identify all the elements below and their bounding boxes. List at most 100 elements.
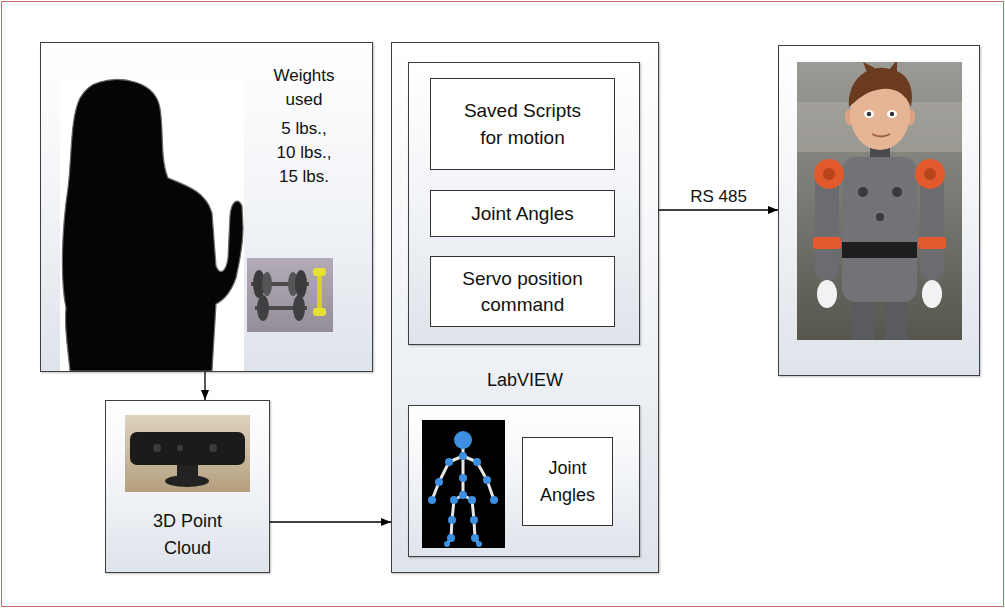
picture-part xyxy=(872,134,890,137)
picture-part xyxy=(444,541,450,547)
picture-part xyxy=(817,280,837,308)
arrow-connector xyxy=(204,372,205,400)
picture-part xyxy=(915,159,945,189)
box-label: Weights used xyxy=(271,64,337,112)
process-box: Servo position command xyxy=(430,256,615,327)
box-label: Servo position command xyxy=(457,266,589,318)
text-area: Saved Scripts for motion xyxy=(431,79,614,169)
text-area: Joint Angles xyxy=(523,438,612,525)
box-label: Joint Angles xyxy=(471,201,573,226)
picture-part xyxy=(459,474,467,482)
picture-part xyxy=(823,168,835,180)
robot-panel xyxy=(778,45,980,376)
picture-part xyxy=(459,491,467,499)
picture-part xyxy=(922,280,942,308)
picture-part xyxy=(422,420,505,548)
text-area: LabVIEW xyxy=(392,368,658,392)
arrow-connector xyxy=(270,521,391,522)
picture-part xyxy=(177,445,183,451)
picture-part xyxy=(60,78,244,371)
picture-part xyxy=(450,496,458,504)
sensor-panel: 3D Point Cloud xyxy=(105,400,270,573)
box-label: Joint Angles xyxy=(531,455,605,509)
picture-part xyxy=(459,452,467,460)
picture-part xyxy=(887,110,897,118)
picture-part xyxy=(483,476,491,484)
process-box: Joint Angles xyxy=(522,437,613,526)
picture-part xyxy=(892,187,902,197)
picture-part xyxy=(432,462,449,500)
text-area xyxy=(779,46,979,375)
picture-part xyxy=(864,110,874,118)
picture-part xyxy=(428,496,436,504)
picture-part xyxy=(852,297,874,340)
picture-part xyxy=(490,496,498,504)
picture-part xyxy=(476,541,482,547)
edge-label: RS 485 xyxy=(687,187,750,207)
picture-part xyxy=(317,270,322,314)
software-panel: LabVIEW Saved Scripts for motionJoint Ang… xyxy=(391,42,659,573)
box-label: 3D Point Cloud xyxy=(140,508,236,562)
picture-part xyxy=(62,80,243,371)
picture-part xyxy=(209,444,217,452)
picture-part xyxy=(842,242,917,258)
person-panel: Weights used 5 lbs., 10 lbs., 15 lbs. xyxy=(40,42,373,372)
picture-part xyxy=(477,462,494,500)
picture-part xyxy=(813,237,841,249)
picture-part xyxy=(295,270,307,298)
picture-part xyxy=(130,432,245,465)
picture-part xyxy=(867,112,871,116)
picture-part xyxy=(470,516,478,524)
robot-photo xyxy=(797,62,962,340)
picture-part xyxy=(918,237,946,249)
picture-part xyxy=(262,272,272,296)
picture-part xyxy=(313,308,326,316)
person-silhouette xyxy=(60,78,244,371)
text-area: 3D Point Cloud xyxy=(106,508,269,562)
picture-part xyxy=(885,297,907,340)
arrow-connector xyxy=(659,209,778,210)
picture-part xyxy=(445,458,453,466)
kinect-sensor-photo xyxy=(125,415,250,492)
picture-part xyxy=(890,112,894,116)
picture-part xyxy=(293,295,305,321)
text-area: Joint Angles xyxy=(431,191,614,236)
picture-part xyxy=(858,187,868,197)
picture-part xyxy=(435,478,443,486)
picture-part xyxy=(153,444,161,452)
picture-part xyxy=(313,268,326,276)
process-box: Joint Angles xyxy=(430,190,615,237)
picture-part xyxy=(125,415,250,492)
picture-part xyxy=(797,62,962,340)
picture-part xyxy=(814,159,844,189)
picture-part xyxy=(462,442,465,495)
picture-part xyxy=(471,534,479,542)
group-box: Saved Scripts for motionJoint AnglesServ… xyxy=(408,62,640,345)
text-area: Servo position command xyxy=(431,257,614,326)
picture-part xyxy=(447,534,455,542)
process-box: Saved Scripts for motion xyxy=(430,78,615,170)
picture-part xyxy=(454,431,472,449)
picture-part xyxy=(876,213,884,221)
picture-part xyxy=(165,475,209,487)
group-box: Joint Angles xyxy=(408,405,640,557)
picture-part xyxy=(863,62,897,72)
picture-part xyxy=(428,431,498,547)
picture-part xyxy=(842,157,917,302)
box-label: Saved Scripts for motion xyxy=(457,97,589,151)
dumbbell-photo xyxy=(247,258,333,332)
picture-part xyxy=(257,295,269,321)
picture-part xyxy=(247,258,333,332)
picture-part xyxy=(432,442,494,544)
skeleton-figure xyxy=(422,420,505,548)
picture-part xyxy=(849,68,912,107)
box-label: LabVIEW xyxy=(487,368,563,392)
box-label: 5 lbs., 10 lbs., 15 lbs. xyxy=(271,117,337,189)
picture-part xyxy=(448,516,456,524)
picture-part xyxy=(473,458,481,466)
text-area: Weights used 5 lbs., 10 lbs., 15 lbs. xyxy=(258,64,350,189)
picture-part xyxy=(924,168,936,180)
picture-part xyxy=(468,496,476,504)
